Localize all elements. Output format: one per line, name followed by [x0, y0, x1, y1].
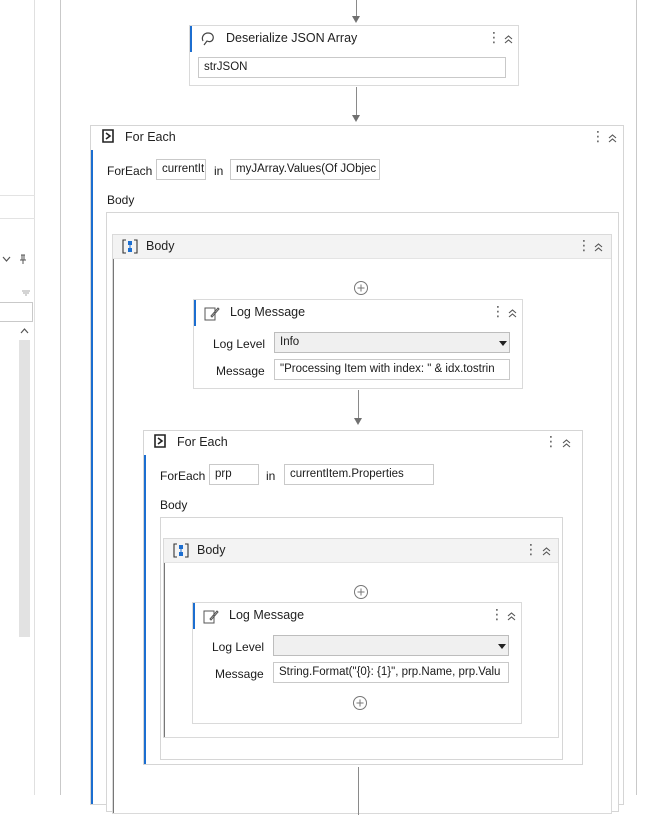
connector-line: [358, 767, 359, 815]
activity-header: Log Message ⋮: [193, 603, 521, 629]
log-level-value: Info: [280, 336, 300, 348]
message-input[interactable]: "Processing Item with index: " & idx.tos…: [274, 359, 510, 380]
message-label: Message: [216, 364, 265, 378]
left-panel-search[interactable]: [0, 302, 33, 322]
sequence-icon: [122, 239, 138, 254]
deserialize-icon: [201, 32, 214, 46]
json-string-input[interactable]: strJSON: [198, 57, 506, 78]
log-message-activity[interactable]: Log Message ⋮ Log Level Message String.F…: [192, 602, 522, 724]
dropdown-arrow-icon[interactable]: [498, 644, 506, 649]
canvas-border-left: [60, 0, 61, 795]
connector-arrow: [352, 115, 360, 122]
dropdown-arrow-icon[interactable]: [499, 341, 507, 346]
body-sequence[interactable]: Body ⋮ Log Message ⋮ Log Level Info: [112, 234, 612, 815]
add-activity-icon[interactable]: [353, 280, 369, 296]
foreach-outer-body-container: Body ⋮ Log Message ⋮ Log Level Info: [106, 212, 619, 815]
sequence-accent: [164, 539, 165, 737]
more-options-icon[interactable]: ⋮: [490, 606, 504, 622]
more-options-icon[interactable]: ⋮: [591, 128, 605, 144]
foreach-collection-input[interactable]: myJArray.Values(Of JObjec: [230, 159, 380, 180]
foreach-inner-body-container: Body ⋮ Log Message ⋮: [160, 517, 563, 760]
activity-accent: [193, 603, 195, 629]
in-label: in: [214, 164, 224, 178]
in-label: in: [266, 469, 276, 483]
foreach-icon: [154, 434, 166, 448]
activity-header: Deserialize JSON Array ⋮: [190, 26, 518, 52]
sequence-header: Body ⋮: [113, 235, 611, 259]
message-input[interactable]: String.Format("{0}: {1}", prp.Name, prp.…: [273, 662, 509, 683]
foreach-item-input[interactable]: currentIt: [156, 159, 206, 180]
connector-arrow: [354, 418, 362, 425]
foreach-label: ForEach: [107, 164, 153, 178]
left-panel-divider: [0, 218, 35, 219]
foreach-collection-input[interactable]: currentItem.Properties: [284, 464, 434, 485]
message-label: Message: [215, 667, 264, 681]
body-label: Body: [160, 498, 188, 512]
foreach-icon: [102, 129, 114, 143]
body-sequence[interactable]: Body ⋮ Log Message ⋮: [163, 538, 559, 738]
foreach-label: ForEach: [160, 469, 206, 483]
activity-header: For Each ⋮: [91, 126, 623, 150]
activity-title: For Each: [125, 130, 176, 144]
collapse-icon[interactable]: [608, 134, 617, 143]
deserialize-json-array-activity[interactable]: Deserialize JSON Array ⋮ strJSON: [189, 25, 519, 86]
activity-accent: [144, 431, 146, 764]
more-options-icon[interactable]: ⋮: [487, 29, 501, 45]
log-message-activity[interactable]: Log Message ⋮ Log Level Info Message "Pr…: [193, 299, 523, 389]
foreach-item-input[interactable]: prp: [209, 464, 259, 485]
body-label: Body: [107, 193, 135, 207]
log-level-label: Log Level: [212, 640, 265, 654]
collapse-icon[interactable]: [542, 547, 551, 556]
filter-icon[interactable]: [22, 290, 30, 296]
more-options-icon[interactable]: ⋮: [524, 541, 538, 557]
canvas-border-right: [636, 0, 637, 795]
left-panel-scrollbar[interactable]: [19, 340, 30, 637]
activity-accent: [91, 126, 93, 804]
left-panel: [0, 0, 35, 795]
add-activity-icon[interactable]: [353, 584, 369, 600]
collapse-icon[interactable]: [507, 612, 516, 621]
more-options-icon[interactable]: ⋮: [544, 433, 558, 449]
activity-title: Log Message: [229, 608, 305, 622]
sequence-header: Body ⋮: [164, 539, 558, 563]
sequence-title: Body: [197, 543, 226, 557]
activity-header: For Each ⋮: [144, 431, 582, 455]
chevron-down-icon[interactable]: [2, 256, 11, 263]
scroll-up-icon[interactable]: [20, 328, 29, 334]
log-level-label: Log Level: [213, 337, 266, 351]
collapse-icon[interactable]: [508, 309, 517, 318]
add-activity-icon[interactable]: [352, 695, 368, 711]
activity-accent: [190, 26, 192, 52]
pin-icon[interactable]: [18, 254, 28, 265]
log-level-dropdown[interactable]: Info: [274, 332, 510, 353]
collapse-icon[interactable]: [562, 439, 571, 448]
more-options-icon[interactable]: ⋮: [491, 303, 505, 319]
connector-line: [356, 87, 357, 115]
activity-accent: [194, 300, 196, 326]
activity-title: Deserialize JSON Array: [226, 31, 358, 45]
sequence-icon: [173, 543, 189, 558]
foreach-outer-activity[interactable]: For Each ⋮ ForEach currentIt in myJArray…: [90, 125, 624, 815]
log-message-icon: [204, 307, 220, 321]
connector-arrow: [352, 16, 360, 23]
connector-line: [356, 0, 357, 16]
sequence-accent: [113, 235, 114, 813]
activity-header: Log Message ⋮: [194, 300, 522, 326]
connector-line: [358, 390, 359, 418]
log-level-dropdown[interactable]: [273, 635, 509, 656]
left-panel-divider: [0, 195, 35, 196]
collapse-icon[interactable]: [504, 35, 513, 44]
more-options-icon[interactable]: ⋮: [577, 237, 591, 253]
collapse-icon[interactable]: [594, 243, 603, 252]
activity-title: For Each: [177, 435, 228, 449]
activity-title: Log Message: [230, 305, 306, 319]
sequence-title: Body: [146, 239, 175, 253]
log-message-icon: [203, 610, 219, 624]
foreach-inner-activity[interactable]: For Each ⋮ ForEach prp in currentItem.Pr…: [143, 430, 583, 765]
